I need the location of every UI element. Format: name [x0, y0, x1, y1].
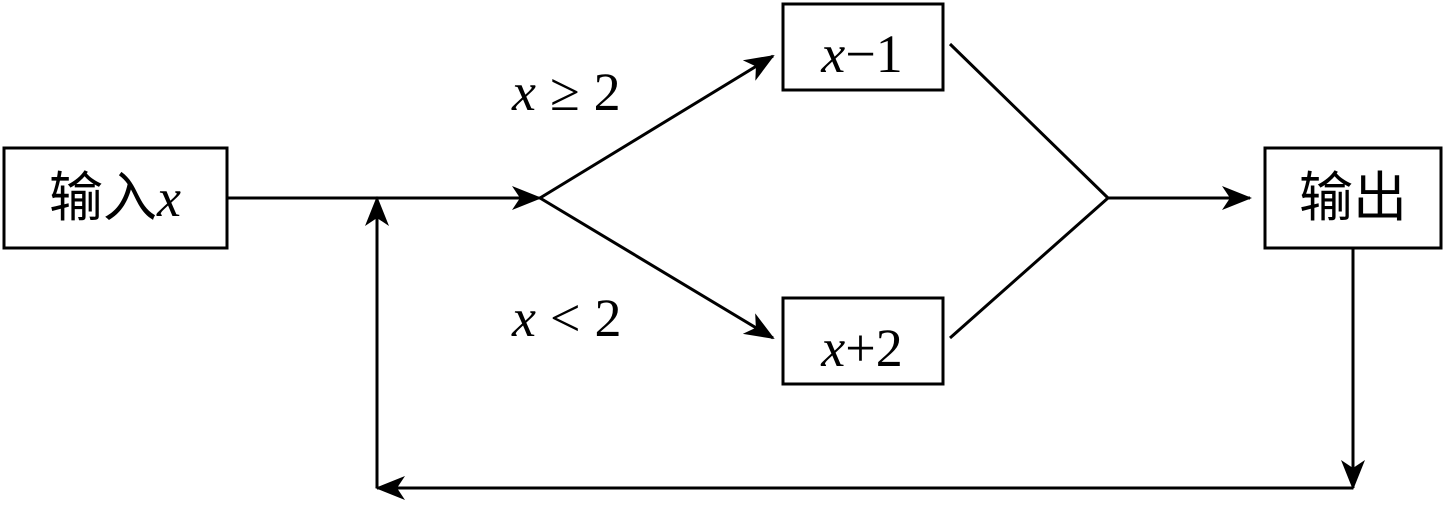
condition-ge-val: 2: [594, 62, 621, 122]
plus-two-node: x+2: [781, 296, 945, 386]
plus-two-box: [781, 296, 945, 386]
minus-one-node: x−1: [781, 2, 945, 92]
plus-two-op: +2: [845, 318, 902, 378]
condition-ge-rel: ≥: [550, 62, 580, 122]
condition-lt-var: x: [511, 288, 536, 348]
output-node: 输出: [1263, 146, 1443, 250]
condition-ge-var: x: [511, 62, 536, 122]
minus-one-to-merge-line: [948, 42, 1110, 200]
condition-lt-rel: <: [550, 288, 580, 348]
input-label: 输入: [49, 168, 157, 228]
minus-one-box: [781, 2, 945, 92]
input-box: [2, 146, 229, 250]
plus-two-text: x+2: [820, 318, 902, 378]
plus-two-var: x: [820, 318, 845, 378]
minus-one-text: x−1: [820, 24, 902, 84]
minus-one-var: x: [820, 24, 845, 84]
output-box: [1263, 146, 1443, 250]
condition-lt: x<2: [511, 288, 621, 348]
split-to-minus-one-arrow: [539, 54, 775, 200]
condition-ge: x≥2: [511, 62, 621, 122]
condition-lt-val: 2: [594, 288, 621, 348]
input-node: 输入x: [2, 146, 229, 250]
output-label: 输出: [1299, 168, 1407, 228]
minus-one-op: −1: [845, 24, 902, 84]
split-to-plus-two-arrow: [539, 196, 775, 340]
input-text: 输入x: [49, 168, 181, 228]
plus-two-to-merge-line: [949, 196, 1109, 340]
input-var: x: [156, 168, 181, 228]
